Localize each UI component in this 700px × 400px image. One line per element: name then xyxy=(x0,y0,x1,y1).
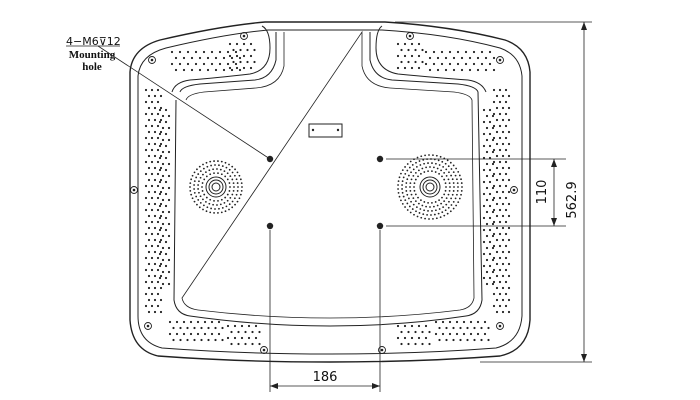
mounting-hole-bottom-right xyxy=(376,222,384,230)
mounting-hole-top-right xyxy=(376,155,384,163)
dimension-186: 186 xyxy=(269,230,381,392)
housing-outer-outline xyxy=(129,21,531,363)
mounting-hole-bottom-left xyxy=(266,222,274,230)
perimeter-screws xyxy=(130,32,518,354)
callout-spec: 4−M6⊽12 xyxy=(66,35,121,48)
right-speaker-grille xyxy=(397,154,463,220)
vent-perforations xyxy=(144,42,511,346)
callout-label: Mounting hole xyxy=(62,49,122,73)
dimension-186-text: 186 xyxy=(313,370,338,385)
label-plate xyxy=(308,123,343,138)
base-plate-inner xyxy=(181,30,475,319)
dimension-110-text: 110 xyxy=(535,180,550,205)
mounting-holes xyxy=(266,155,384,230)
callout-label-line2: hole xyxy=(82,61,102,73)
callout-label-line1: Mounting xyxy=(68,49,116,61)
dimension-overall-height: 562.9 xyxy=(395,21,592,363)
label-plate-rivet-left xyxy=(311,128,315,132)
label-plate-rivet-right xyxy=(336,128,340,132)
top-right-notch xyxy=(375,25,487,93)
callout-leader xyxy=(97,45,271,160)
dimension-110: 110 xyxy=(386,158,566,227)
dimension-overall-height-text: 562.9 xyxy=(565,181,580,218)
left-speaker-grille xyxy=(189,160,243,214)
top-left-notch xyxy=(171,25,271,93)
housing-inner-outline xyxy=(137,29,523,355)
base-plate xyxy=(173,32,483,327)
